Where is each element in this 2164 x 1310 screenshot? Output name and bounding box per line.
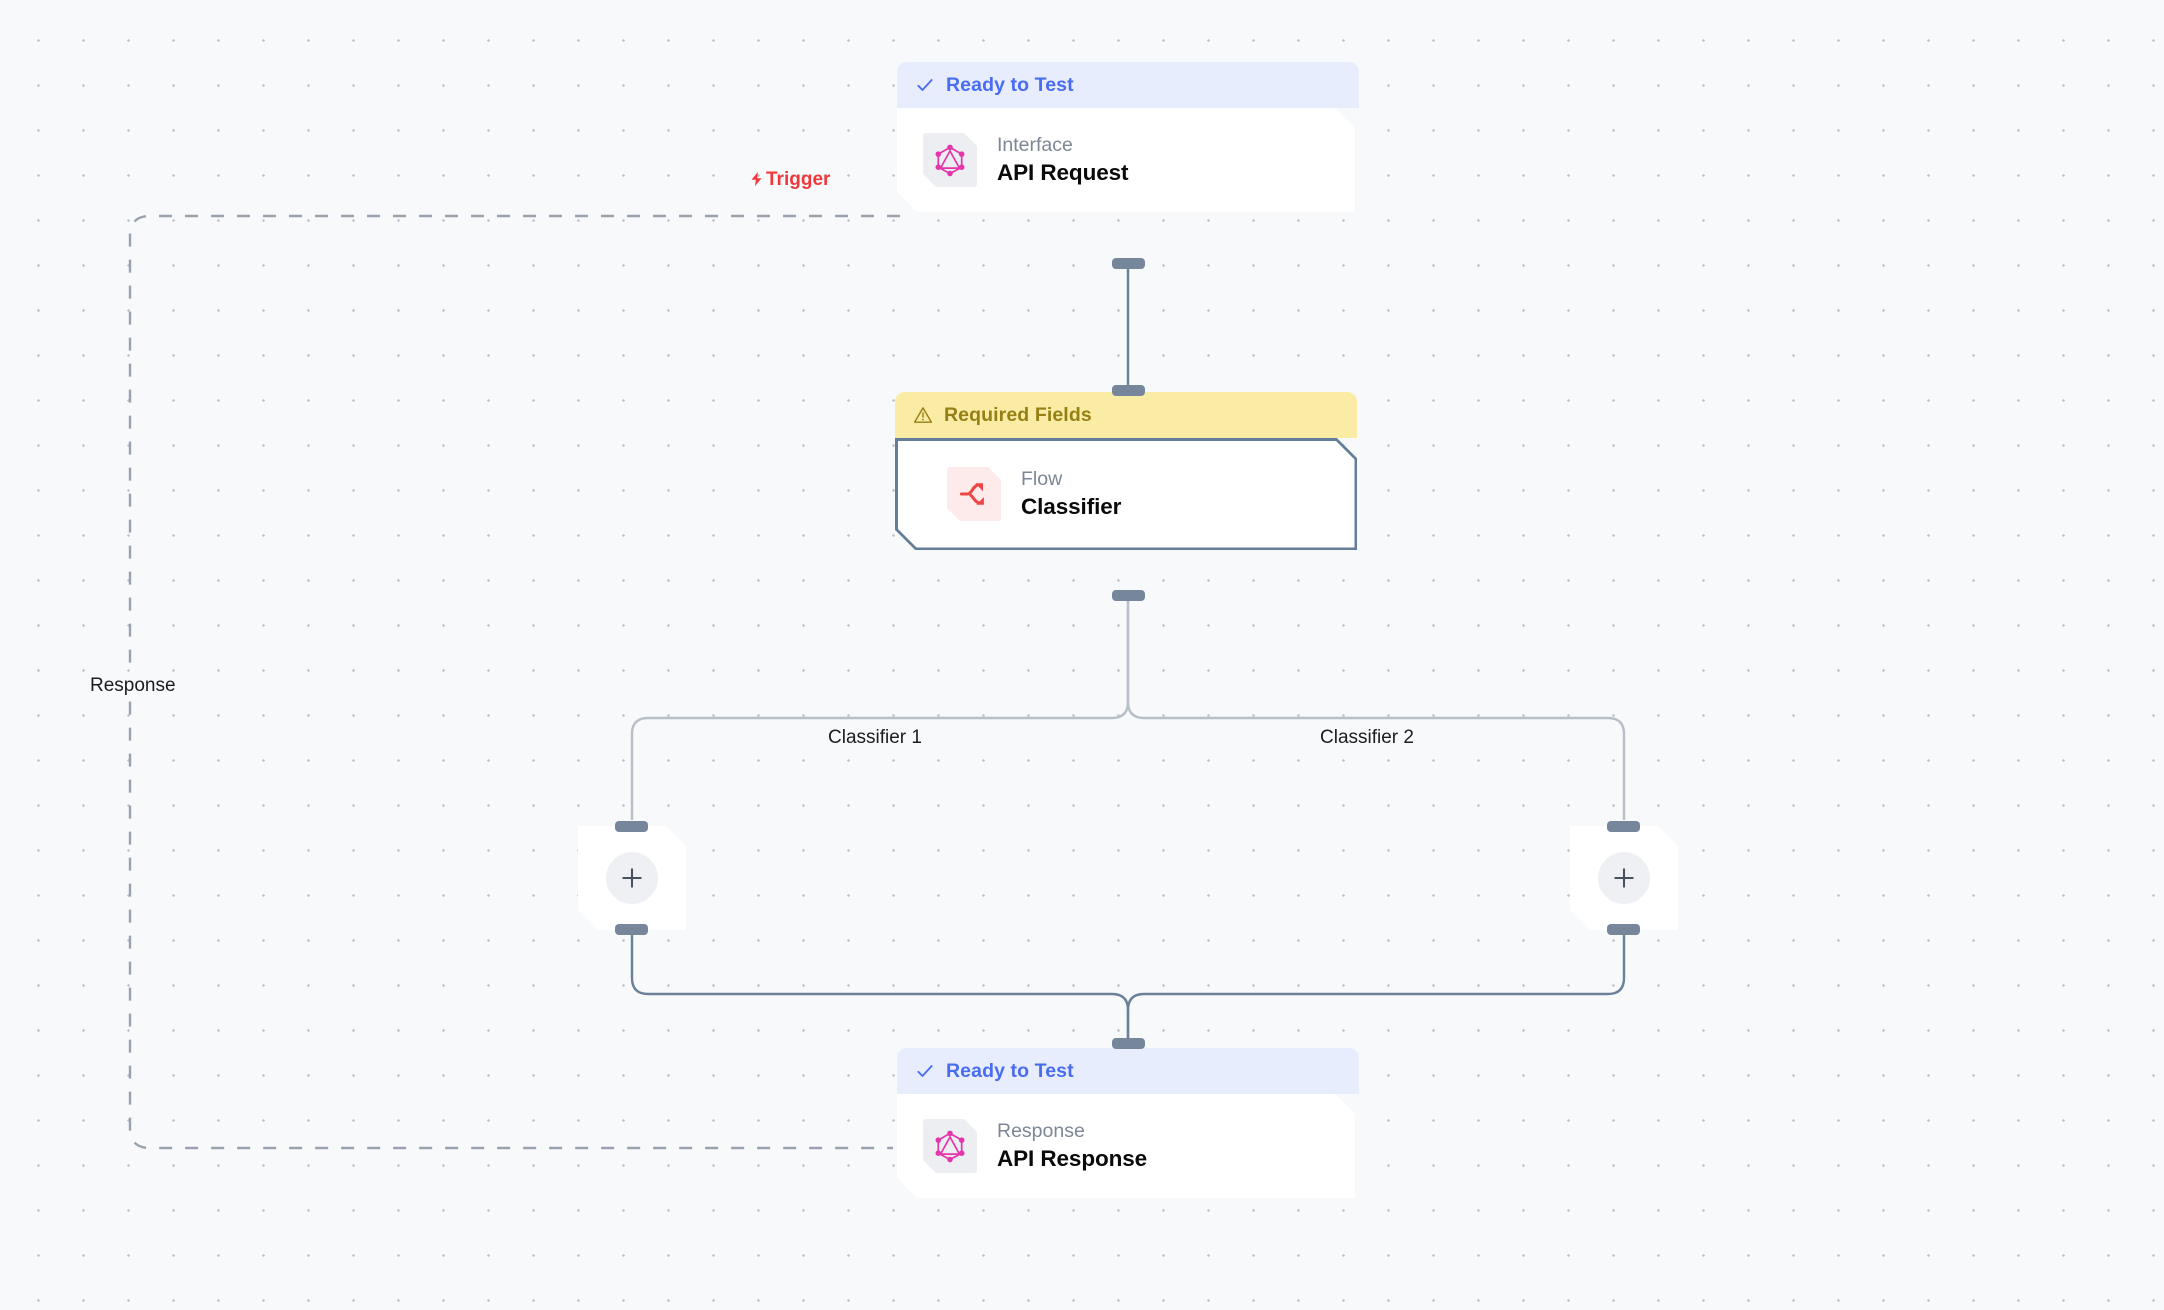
node-api-request[interactable]: Ready to Test Interface AP (897, 62, 1359, 212)
node-label-group: Flow Classifier (1021, 467, 1121, 522)
edge-label-response: Response (82, 673, 184, 698)
status-badge-label: Ready to Test (946, 73, 1074, 96)
handle-add-branch-2-in[interactable] (1607, 821, 1640, 832)
node-label-group: Response API Response (997, 1119, 1147, 1174)
node-card-api-request[interactable]: Interface API Request (897, 108, 1355, 212)
edge-label-branch-2: Classifier 2 (1320, 727, 1414, 748)
add-node-branch-1[interactable] (578, 826, 686, 930)
graphql-icon (923, 1119, 977, 1173)
graphql-icon (923, 133, 977, 187)
status-badge-required-fields: Required Fields (895, 392, 1357, 438)
add-node-circle[interactable] (606, 852, 658, 904)
check-icon (915, 75, 935, 95)
plus-icon (619, 865, 645, 891)
node-label-group: Interface API Request (997, 133, 1128, 188)
add-node-circle[interactable] (1598, 852, 1650, 904)
plus-icon (1611, 865, 1637, 891)
flow-branch-icon (947, 467, 1001, 521)
edge-label-branch-1: Classifier 1 (828, 727, 922, 748)
status-badge-label: Ready to Test (946, 1059, 1074, 1082)
node-kind: Flow (1021, 467, 1063, 490)
node-classifier[interactable]: Required Fields Flow (895, 392, 1357, 550)
warning-triangle-icon (913, 405, 933, 425)
check-icon (915, 1061, 935, 1081)
handle-add-branch-1-in[interactable] (615, 821, 648, 832)
node-title: Classifier (1021, 494, 1122, 520)
handle-add-branch-1-out[interactable] (615, 924, 648, 935)
add-node-branch-2[interactable] (1570, 826, 1678, 930)
handle-classifier-in[interactable] (1112, 385, 1145, 396)
node-kind: Response (997, 1119, 1085, 1142)
lightning-bolt-icon (748, 169, 765, 189)
handle-add-branch-2-out[interactable] (1607, 924, 1640, 935)
edge-label-trigger-text: Trigger (766, 168, 831, 190)
handle-api-request-out[interactable] (1112, 258, 1145, 269)
handle-api-response-in[interactable] (1112, 1038, 1145, 1049)
node-kind: Interface (997, 133, 1073, 156)
node-api-response[interactable]: Ready to Test Response API (897, 1048, 1359, 1198)
node-card-api-response[interactable]: Response API Response (897, 1094, 1355, 1198)
node-card-classifier[interactable]: Flow Classifier (895, 438, 1357, 550)
status-badge-ready-to-test: Ready to Test (897, 62, 1359, 108)
edge-label-trigger: Trigger (748, 169, 830, 189)
node-title: API Request (997, 160, 1129, 186)
node-title: API Response (997, 1146, 1148, 1172)
status-badge-ready-to-test: Ready to Test (897, 1048, 1359, 1094)
status-badge-label: Required Fields (944, 403, 1092, 426)
handle-classifier-out[interactable] (1112, 590, 1145, 601)
